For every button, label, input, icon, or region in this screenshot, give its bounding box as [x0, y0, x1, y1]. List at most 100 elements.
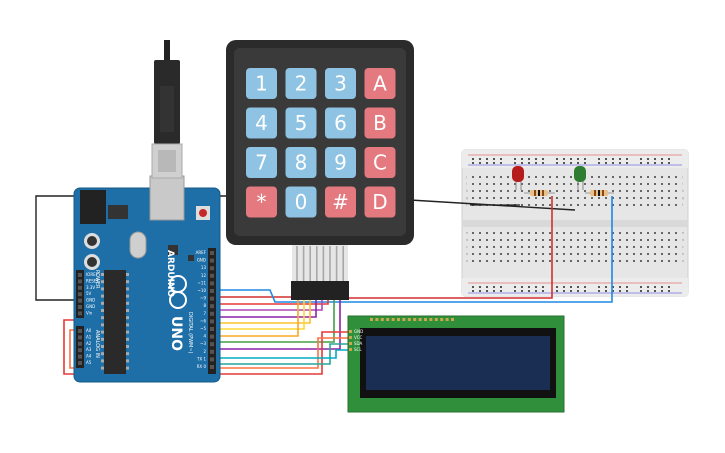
keypad-ribbon: [291, 245, 349, 300]
keypad-key-7[interactable]: 7: [246, 147, 277, 178]
breadboard-row-label: g: [682, 196, 684, 200]
power-label: POWER: [94, 270, 100, 289]
digital-pin-label: 2: [203, 349, 206, 354]
breadboard-row-label: f: [466, 203, 468, 207]
analog-pin-label: A5: [86, 360, 92, 365]
power-pin-label: RESET: [86, 278, 99, 283]
digital-pin-label: TX 1: [196, 356, 206, 361]
keypad-key-#[interactable]: #: [325, 186, 356, 218]
keypad-key-4[interactable]: 4: [246, 107, 277, 139]
breadboard-row-label: g: [466, 196, 468, 200]
atmega-chip: [104, 270, 126, 374]
power-pin-label: Vin: [86, 310, 93, 315]
breadboard-row-label: e: [466, 231, 468, 235]
keypad-key-C[interactable]: C: [364, 147, 396, 178]
keypad-key-D[interactable]: D: [364, 186, 396, 218]
breadboard-row-label: a: [682, 259, 684, 263]
keypad-key-label: 3: [334, 72, 347, 96]
breadboard-row-label: e: [682, 231, 684, 235]
keypad-key-6[interactable]: 6: [325, 107, 356, 139]
breadboard-row-label: d: [466, 238, 468, 242]
keypad-key-label: 7: [255, 151, 268, 175]
keypad-key-label: 0: [295, 190, 308, 214]
usb-port[interactable]: [149, 175, 185, 221]
analog-label: ANALOG IN: [94, 330, 100, 358]
breadboard-row-label: c: [466, 245, 468, 249]
breadboard-row-label: d: [682, 238, 684, 242]
digital-pin-label: ~5: [200, 326, 206, 331]
analog-pin-label: A1: [86, 334, 92, 339]
breadboard-row-label: h: [682, 189, 684, 193]
keypad-key-*[interactable]: *: [246, 186, 277, 218]
digital-pin-label: 13: [201, 265, 207, 270]
keypad-key-label: #: [332, 190, 349, 214]
red-led[interactable]: [512, 166, 524, 190]
digital-pin-label: 4: [203, 334, 206, 339]
analog-pin-label: A2: [86, 341, 92, 346]
analog-pin-label: A0: [86, 328, 92, 333]
keypad-key-9[interactable]: 9: [325, 147, 356, 178]
keypad-key-label: A: [373, 72, 387, 96]
keypad-key-label: D: [372, 190, 387, 214]
lcd-pin-label: SDA: [354, 341, 363, 346]
analog-pin-label: A3: [86, 347, 92, 352]
digital-pin-label: ~3: [200, 341, 206, 346]
digital-header[interactable]: [208, 248, 216, 374]
lcd-pin-label: GND: [354, 329, 363, 334]
resistor-red-led[interactable]: [524, 190, 555, 196]
keypad-key-8[interactable]: 8: [285, 147, 317, 178]
keypad-connector[interactable]: [291, 281, 349, 300]
breadboard-row-label: b: [682, 252, 685, 256]
keypad-key-3[interactable]: 3: [325, 68, 356, 99]
resistor-green-led[interactable]: [585, 190, 614, 196]
digital-pin-label: RX 0: [197, 364, 207, 369]
keypad-key-A[interactable]: A: [364, 68, 396, 99]
breadboard-row-label: b: [466, 252, 469, 256]
keypad-key-label: *: [257, 190, 267, 214]
keypad-key-2[interactable]: 2: [285, 68, 317, 99]
keypad-key-label: 4: [255, 111, 268, 135]
analog-pin-label: A4: [86, 354, 92, 359]
keypad-key-label: C: [373, 151, 387, 175]
digital-pin-label: AREF: [196, 250, 207, 255]
arduino-model: UNO: [168, 316, 184, 351]
keypad-key-label: 1: [255, 72, 268, 96]
breadboard-row-label: a: [466, 259, 468, 263]
power-pin-label: 5V: [86, 291, 92, 296]
arduino-brand: ARDUINO: [165, 250, 175, 298]
lcd-pin-label: VCC: [354, 335, 363, 340]
lcd-screen: [366, 336, 550, 390]
digital-pin-label: 7: [203, 311, 206, 316]
arduino-logo: [169, 275, 187, 309]
digital-pin-label: ~11: [198, 280, 207, 285]
keypad-key-label: 5: [295, 111, 308, 135]
power-pin-label: IOREF: [86, 272, 99, 277]
digital-pin-label: GND: [197, 258, 206, 263]
power-jack[interactable]: [80, 190, 106, 224]
power-pin-label: GND: [86, 304, 95, 309]
digital-pin-label: 12: [201, 273, 207, 278]
keypad-key-label: 9: [334, 151, 347, 175]
keypad-key-label: 6: [334, 111, 347, 135]
keypad-key-B[interactable]: B: [364, 107, 396, 139]
breadboard-row-label: h: [466, 189, 468, 193]
keypad-key-1[interactable]: 1: [246, 68, 277, 99]
keypad-key-label: 8: [295, 151, 308, 175]
keypad-key-5[interactable]: 5: [285, 107, 317, 139]
analog-header[interactable]: [76, 326, 84, 368]
digital-pin-label: ~9: [200, 296, 206, 301]
keypad-key-0[interactable]: 0: [285, 186, 317, 218]
digital-pin-label: ~6: [200, 318, 206, 323]
green-led[interactable]: [574, 166, 586, 190]
digital-pin-label: 8: [203, 303, 206, 308]
keypad-key-label: 2: [295, 72, 308, 96]
breadboard-row-label: i: [466, 182, 467, 186]
arduino-uno[interactable]: ARDUINO UNO DIGITAL (PWM~) ANALOG IN POW…: [73, 175, 221, 383]
digital-label: DIGITAL (PWM~): [187, 312, 193, 354]
breadboard-holes: [472, 158, 677, 292]
